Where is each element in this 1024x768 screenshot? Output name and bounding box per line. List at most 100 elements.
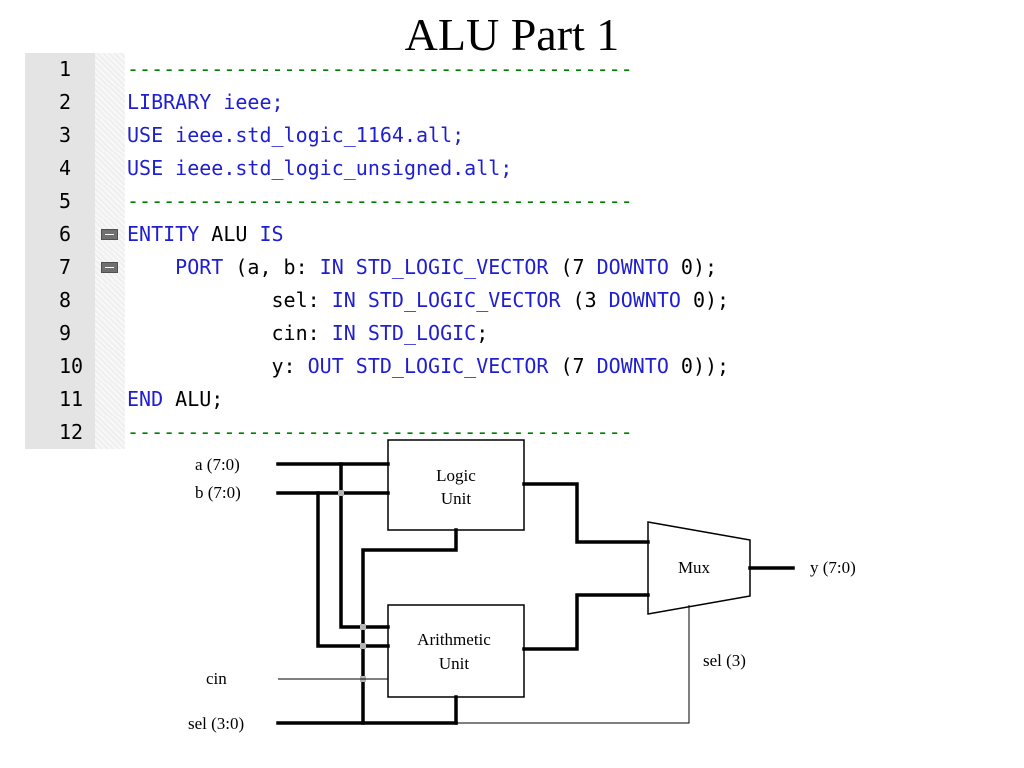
logic-unit-block: [387, 439, 525, 531]
line-number: 3: [59, 123, 72, 147]
fold-strip: [95, 317, 125, 350]
code-token: sel:: [127, 288, 332, 312]
line-number: 8: [59, 288, 72, 312]
collapse-icon[interactable]: [101, 262, 118, 273]
line-number-gutter: 9: [25, 317, 95, 350]
code-token: ----------------------------------------…: [127, 420, 633, 444]
code-token: USE: [127, 123, 164, 147]
input-sel-label: sel (3:0): [188, 714, 244, 733]
code-token: USE: [127, 156, 164, 180]
line-number-gutter: 3: [25, 119, 95, 152]
line-number: 9: [59, 321, 72, 345]
line-number-gutter: 6: [25, 218, 95, 251]
line-number: 2: [59, 90, 72, 114]
line-number: 5: [59, 189, 72, 213]
code-token: (7: [548, 255, 597, 279]
code-token: LIBRARY: [127, 90, 212, 114]
line-number-gutter: 2: [25, 86, 95, 119]
code-token: IN STD_LOGIC_VECTOR: [319, 255, 549, 279]
code-token: ----------------------------------------…: [127, 57, 633, 81]
thin-wires: [278, 605, 690, 724]
code-token: ;: [476, 321, 489, 345]
code-text: ----------------------------------------…: [127, 416, 633, 449]
mux-label: Mux: [678, 558, 711, 577]
code-line: 12 --------------------------------------…: [25, 416, 1005, 449]
code-token: ieee;: [211, 90, 284, 114]
arithmetic-unit-label-2: Unit: [439, 654, 470, 673]
fold-strip: [95, 185, 125, 218]
fold-strip: [95, 383, 125, 416]
code-text: ----------------------------------------…: [127, 53, 633, 86]
line-number-gutter: 7: [25, 251, 95, 284]
code-token: DOWNTO: [596, 255, 669, 279]
code-text: LIBRARY ieee;: [127, 86, 284, 119]
code-text: USE ieee.std_logic_1164.all;: [127, 119, 464, 152]
output-y-label: y (7:0): [810, 558, 856, 577]
code-token: 0));: [668, 354, 730, 378]
mux-block: [647, 521, 751, 615]
code-token: DOWNTO: [596, 354, 669, 378]
fold-strip: [95, 53, 125, 86]
code-line: 7 PORT (a, b: IN STD_LOGIC_VECTOR (7 DOW…: [25, 251, 1005, 284]
code-line: 11 END ALU;: [25, 383, 1005, 416]
fold-strip: [95, 152, 125, 185]
input-cin-label: cin: [206, 669, 227, 688]
line-number: 6: [59, 222, 72, 246]
line-number-gutter: 4: [25, 152, 95, 185]
line-number: 1: [59, 57, 72, 81]
line-number-gutter: 8: [25, 284, 95, 317]
code-text: USE ieee.std_logic_unsigned.all;: [127, 152, 512, 185]
code-token: ALU: [199, 222, 260, 246]
line-number-gutter: 10: [25, 350, 95, 383]
code-line: 4 USE ieee.std_logic_unsigned.all;: [25, 152, 1005, 185]
logic-unit-label-2: Unit: [441, 489, 472, 508]
input-a-label: a (7:0): [195, 455, 240, 474]
code-token: y:: [127, 354, 308, 378]
fold-strip: [95, 119, 125, 152]
code-text: cin: IN STD_LOGIC;: [127, 317, 488, 350]
code-token: ieee.std_logic_1164.all;: [163, 123, 465, 147]
code-text: END ALU;: [127, 383, 223, 416]
page-title: ALU Part 1: [404, 9, 620, 60]
code-line: 5 ---------------------------------------…: [25, 185, 1005, 218]
line-number: 11: [59, 387, 84, 411]
input-b-label: b (7:0): [195, 483, 241, 502]
code-line: 6 ENTITY ALU IS: [25, 218, 1005, 251]
code-editor: 1 ---------------------------------------…: [25, 53, 1005, 449]
code-text: y: OUT STD_LOGIC_VECTOR (7 DOWNTO 0));: [127, 350, 729, 383]
bus-wires: [276, 462, 795, 725]
fold-strip: [95, 86, 125, 119]
arithmetic-unit-block: [387, 604, 525, 698]
code-text: ENTITY ALU IS: [127, 218, 284, 251]
code-token: DOWNTO: [608, 288, 681, 312]
code-token: OUT STD_LOGIC_VECTOR: [307, 354, 549, 378]
code-token: ALU;: [163, 387, 224, 411]
fold-strip: [95, 284, 125, 317]
collapse-icon[interactable]: [101, 229, 118, 240]
code-token: cin:: [127, 321, 332, 345]
arithmetic-unit-label-1: Arithmetic: [417, 630, 491, 649]
code-token: ieee.std_logic_unsigned.all;: [163, 156, 513, 180]
code-line: 2 LIBRARY ieee;: [25, 86, 1005, 119]
code-token: ----------------------------------------…: [127, 189, 633, 213]
code-line: 10 y: OUT STD_LOGIC_VECTOR (7 DOWNTO 0))…: [25, 350, 1005, 383]
code-token: IN STD_LOGIC: [331, 321, 477, 345]
code-token: 0);: [668, 255, 718, 279]
line-number: 10: [59, 354, 84, 378]
crossing-marks: [338, 490, 366, 682]
sel3-label: sel (3): [703, 651, 746, 670]
code-token: (7: [548, 354, 597, 378]
line-number-gutter: 1: [25, 53, 95, 86]
fold-strip: [95, 350, 125, 383]
line-number-gutter: 12: [25, 416, 95, 449]
code-token: IN STD_LOGIC_VECTOR: [331, 288, 561, 312]
logic-unit-label-1: Logic: [436, 466, 476, 485]
code-token: 0);: [680, 288, 730, 312]
line-number-gutter: 11: [25, 383, 95, 416]
line-number-gutter: 5: [25, 185, 95, 218]
code-token: (3: [560, 288, 609, 312]
code-line: 3 USE ieee.std_logic_1164.all;: [25, 119, 1005, 152]
code-token: IS: [259, 222, 284, 246]
line-number: 12: [59, 420, 84, 444]
code-token: ENTITY: [127, 222, 200, 246]
